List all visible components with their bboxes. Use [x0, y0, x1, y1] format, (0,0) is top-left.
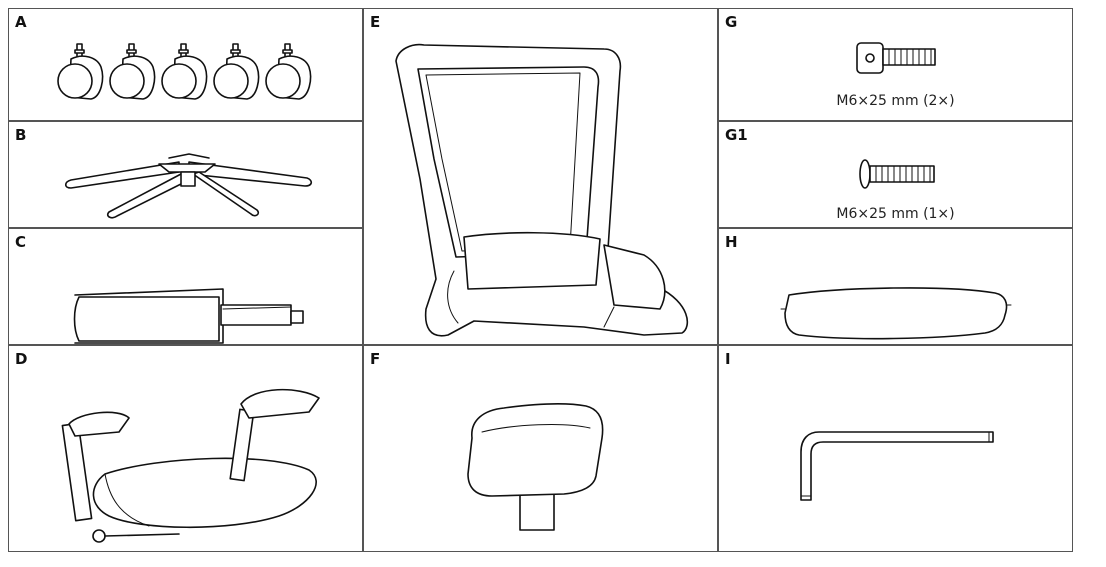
part-caption: M6×25 mm (2×) [836, 93, 955, 109]
part-label: B [15, 126, 27, 144]
part-label: D [15, 350, 28, 368]
part-cell-f: F [363, 345, 718, 552]
part-cell-a: A [8, 8, 363, 121]
backrest-icon [395, 43, 689, 337]
hex-key-icon [800, 431, 994, 501]
cover-plate-icon [780, 287, 1012, 340]
part-label: C [15, 233, 27, 251]
headrest-icon [467, 403, 604, 531]
part-cell-h: H [718, 228, 1073, 345]
casters-icon [57, 43, 312, 100]
part-label: G1 [725, 126, 748, 144]
part-label: A [15, 13, 27, 31]
part-label: F [370, 350, 381, 368]
part-cell-i: I [718, 345, 1073, 552]
part-cell-d: D [8, 345, 363, 552]
part-label: E [370, 13, 381, 31]
part-cell-g1: G1 M6×25 mm (1×) [718, 121, 1073, 228]
part-label: G [725, 13, 738, 31]
part-cell-e: E [363, 8, 718, 345]
part-cell-b: B [8, 121, 363, 228]
part-caption: M6×25 mm (1×) [836, 206, 955, 222]
part-label: I [725, 350, 731, 368]
gas-lift-icon [73, 288, 304, 344]
part-label: H [725, 233, 738, 251]
base-icon [64, 153, 313, 219]
part-cell-g: G M6×25 mm (2×) [718, 8, 1073, 121]
part-cell-c: C [8, 228, 363, 345]
seat-with-armrests-icon [61, 388, 320, 543]
flat-head-screw-icon [859, 159, 935, 189]
socket-screw-icon [856, 42, 936, 74]
